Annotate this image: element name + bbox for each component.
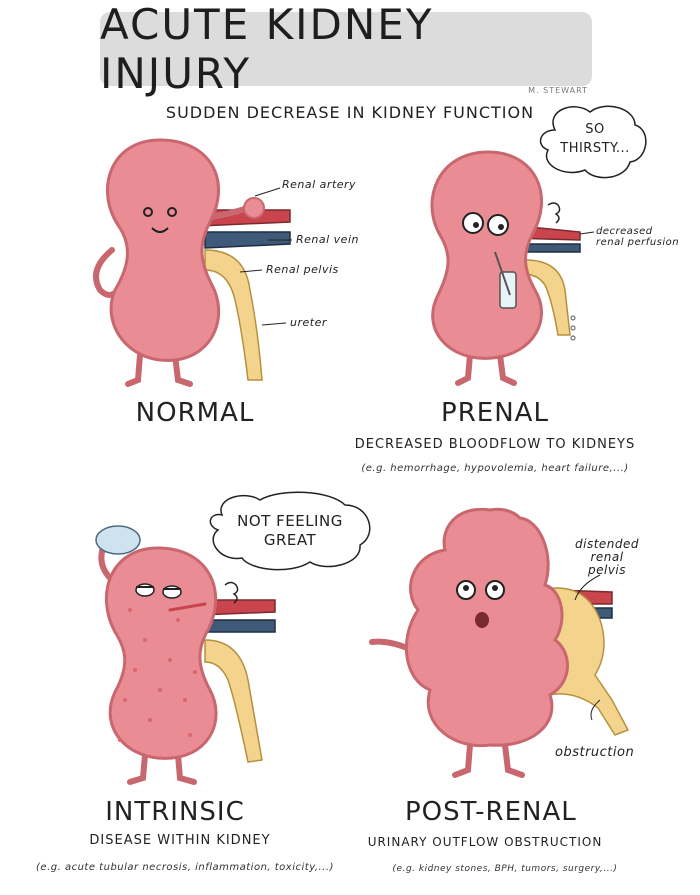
postrenal-left-leg	[452, 742, 473, 778]
prerenal-sigh-puff	[547, 202, 561, 224]
distended-pelvis-pointer	[574, 574, 601, 601]
normal-smile	[151, 227, 169, 233]
intrinsic-heading: INTRINSIC	[105, 797, 245, 827]
ureter-shape	[204, 249, 263, 381]
normal-right-leg	[172, 352, 193, 387]
prerenal-description: DECREASED BLOODFLOW TO KIDNEYS	[354, 437, 636, 452]
postrenal-swollen-kidney	[404, 507, 569, 748]
prerenal-heading: PRENAL	[441, 398, 549, 428]
intrinsic-left-leg	[127, 752, 148, 785]
postrenal-description: URINARY OUTFLOW OBSTRUCTION	[367, 835, 603, 849]
intrinsic-ureter-shape	[204, 639, 263, 763]
ureter-pointer	[261, 322, 287, 326]
normal-left-eye	[143, 207, 153, 217]
prerenal-right-leg	[497, 352, 517, 386]
artist-signature: M. STEWART	[528, 86, 588, 95]
thermometer	[168, 602, 207, 612]
normal-kidney-body	[105, 138, 221, 362]
intrinsic-kidney-figure	[95, 525, 276, 785]
intrinsic-left-eye	[135, 583, 155, 597]
ureter-label: ureter	[290, 316, 327, 329]
thumbs-up-hand	[243, 197, 265, 219]
prerenal-kidney-body	[430, 150, 543, 360]
normal-heading: NORMAL	[135, 398, 255, 428]
page-subtitle: SUDDEN DECREASE IN KIDNEY FUNCTION	[165, 103, 535, 122]
obstruction-pointer	[590, 699, 601, 721]
intrinsic-description: DISEASE WITHIN KIDNEY	[89, 833, 271, 848]
prerenal-left-leg	[455, 352, 473, 386]
renal-vein-vessel	[204, 231, 291, 249]
not-feeling-great-text: NOT FEELING GREAT	[237, 512, 343, 549]
intrinsic-right-leg	[175, 752, 197, 785]
perfusion-pointer	[579, 231, 595, 235]
prerenal-kidney-figure	[430, 150, 595, 386]
intrinsic-kidney-body	[105, 546, 218, 760]
postrenal-heading: POST-RENAL	[405, 797, 577, 827]
thirsty-thought-bubble	[539, 105, 647, 179]
renal-pelvis-label: Renal pelvis	[266, 263, 339, 276]
intrinsic-spots	[118, 608, 197, 742]
decreased-perfusion-label: decreased renal perfusion	[596, 226, 680, 248]
prerenal-examples: (e.g. hemorrhage, hypovolemia, heart fai…	[361, 463, 629, 474]
postrenal-examples: (e.g. kidney stones, BPH, tumors, surger…	[392, 864, 618, 874]
distended-pelvis-label: distended renal pelvis	[575, 537, 640, 577]
renal-artery-label: Renal artery	[282, 178, 357, 191]
renal-vein-label: Renal vein	[296, 233, 359, 246]
normal-left-leg	[125, 352, 143, 387]
prerenal-ureter-shape	[519, 259, 571, 336]
prerenal-left-eye	[462, 212, 484, 234]
prerenal-right-eye	[487, 214, 509, 236]
renal-pelvis-pointer	[239, 269, 263, 273]
obstruction-label: obstruction	[555, 745, 635, 760]
page-title: ACUTE KIDNEY INJURY	[100, 0, 434, 98]
normal-kidney-figure	[93, 138, 292, 387]
title-banner: ACUTE KIDNEY INJURY	[100, 0, 592, 98]
renal-artery-pointer	[254, 187, 281, 197]
intrinsic-sigh-puff	[224, 581, 239, 604]
drinking-straw	[494, 251, 511, 296]
intrinsic-examples: (e.g. acute tubular necrosis, inflammati…	[36, 862, 334, 873]
postrenal-right-leg	[502, 742, 525, 778]
postrenal-kidney-figure	[369, 507, 630, 778]
postrenal-mouth	[475, 612, 489, 628]
normal-right-eye	[167, 207, 177, 217]
thirsty-bubble-text: SO THIRSTY...	[560, 122, 630, 156]
ice-pack	[95, 525, 141, 555]
intrinsic-right-eye	[162, 585, 182, 599]
not-feeling-great-bubble	[209, 491, 371, 571]
